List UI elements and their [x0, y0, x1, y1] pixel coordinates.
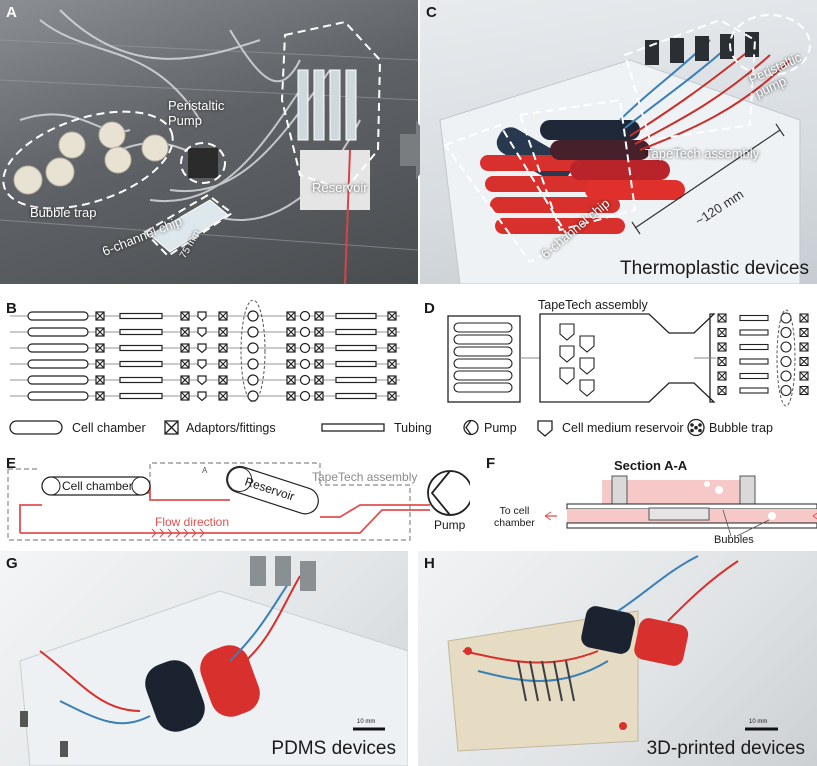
d-pump-icon	[780, 326, 792, 339]
b-reservoir-icon	[197, 359, 207, 370]
d-tubing-icon	[739, 372, 769, 380]
b-tubing-icon	[119, 392, 163, 400]
panel-c-illustration	[439, 14, 811, 284]
b-tubing-icon	[119, 328, 163, 336]
d-tubing-icon	[739, 358, 769, 365]
d-pump-icon	[780, 370, 792, 382]
g-caption: PDMS devices	[271, 738, 396, 759]
e-cell-chamber-label: Cell chamber	[62, 479, 133, 493]
b-bubble-trap-icon	[299, 374, 311, 386]
b-tubing-icon	[119, 312, 163, 320]
b-bubble-trap-icon	[299, 310, 311, 322]
b-bubble-trap-icon	[299, 390, 311, 402]
arrow-a-to-c	[400, 120, 436, 180]
e-a-mark: A	[202, 466, 208, 475]
legend-icons	[9, 418, 705, 437]
legend-reservoir: Cell medium reservoir	[562, 421, 684, 435]
d-tubing-icon	[739, 387, 769, 394]
panel-f-letter: F	[486, 455, 496, 472]
d-tapetech-label: TapeTech assembly	[538, 298, 648, 312]
e-flow-label: Flow direction	[155, 515, 230, 529]
panel-e-schematic	[7, 462, 470, 541]
b-pump-icon	[247, 390, 259, 402]
b-reservoir-icon	[197, 375, 207, 386]
panel-h: H 10 mm 3D-printed devices	[418, 551, 817, 766]
d-tubing-icon	[739, 314, 769, 322]
panel-c: C Peristaltic pump TapeTech assembly ~12…	[420, 0, 817, 284]
legend-tubing-icon	[321, 423, 385, 432]
reservoir-label: Reservoir	[312, 180, 368, 195]
panel-g: G 10 mm PDMS devices	[0, 551, 408, 766]
b-reservoir-icon	[197, 391, 207, 402]
b-tubing-icon	[335, 360, 377, 368]
e-tapetech-label: TapeTech assembly	[312, 470, 418, 484]
b-cell-chamber-icon	[27, 327, 89, 337]
b-pump-icon	[247, 326, 259, 338]
panel-a-letter: A	[6, 4, 17, 21]
b-tubing-icon	[119, 344, 163, 352]
panel-b-schematic	[10, 300, 400, 403]
panel-f-schematic	[544, 475, 817, 537]
panel-a-illustration	[0, 9, 418, 284]
b-pump-icon	[247, 358, 259, 370]
d-tubing-icon	[739, 329, 769, 336]
c-caption: Thermoplastic devices	[619, 258, 809, 279]
b-cell-chamber-icon	[27, 311, 89, 321]
b-bubble-trap-icon	[299, 326, 311, 338]
panel-a: A Peristaltic Pump Bubble trap Reservoir…	[0, 0, 418, 284]
peristaltic-pump-label: Peristaltic Pump	[168, 98, 225, 128]
b-reservoir-icon	[197, 327, 207, 338]
b-pump-icon	[247, 342, 259, 354]
b-reservoir-icon	[197, 311, 207, 322]
b-bubble-trap-icon	[299, 342, 311, 354]
legend-reservoir-icon	[537, 420, 553, 437]
legend-bubble-trap: Bubble trap	[709, 421, 773, 435]
legend-pump: Pump	[484, 421, 517, 435]
b-tubing-icon	[335, 376, 377, 384]
legend-adaptors: Adaptors/fittings	[186, 421, 276, 435]
b-tubing-icon	[119, 360, 163, 368]
e-pump-label: Pump	[434, 518, 466, 532]
legend-tubing: Tubing	[394, 421, 432, 435]
panel-b-letter: B	[6, 300, 17, 317]
b-tubing-icon	[335, 312, 377, 320]
b-bubble-trap-icon	[299, 358, 311, 370]
h-caption: 3D-printed devices	[646, 738, 805, 759]
b-tubing-icon	[335, 392, 377, 400]
d-pump-icon	[780, 355, 792, 368]
f-to-cell-label: To cell chamber	[494, 505, 535, 529]
b-cell-chamber-icon	[27, 391, 89, 401]
panel-h-illustration	[447, 555, 778, 752]
c-tapetech-label: TapeTech assembly	[645, 146, 760, 161]
panel-g-letter: G	[6, 555, 18, 572]
panel-d-schematic	[447, 309, 809, 407]
h-scale-label: 10 mm	[749, 719, 768, 725]
b-pump-icon	[247, 374, 259, 386]
f-bubbles-label: Bubbles	[714, 534, 754, 546]
b-reservoir-icon	[197, 343, 207, 354]
panel-d-letter: D	[424, 300, 435, 317]
panel-c-letter: C	[426, 4, 437, 21]
g-scale-label: 10 mm	[357, 719, 376, 725]
d-pump-icon	[780, 341, 792, 353]
b-pump-icon	[247, 310, 259, 322]
bubble-trap-label: Bubble trap	[30, 205, 97, 220]
f-title: Section A-A	[614, 458, 688, 473]
b-tubing-icon	[119, 376, 163, 384]
panel-e-letter: E	[6, 455, 17, 472]
b-cell-chamber-icon	[27, 359, 89, 369]
b-tubing-icon	[335, 344, 377, 352]
legend-cell-chamber-icon	[9, 420, 63, 435]
d-pump-icon	[780, 384, 792, 397]
panel-g-illustration	[19, 556, 408, 766]
b-cell-chamber-icon	[27, 343, 89, 353]
panel-h-letter: H	[424, 555, 435, 572]
d-tubing-icon	[739, 343, 769, 351]
legend-cell-chamber: Cell chamber	[72, 421, 146, 435]
b-tubing-icon	[335, 328, 377, 336]
b-cell-chamber-icon	[27, 375, 89, 385]
